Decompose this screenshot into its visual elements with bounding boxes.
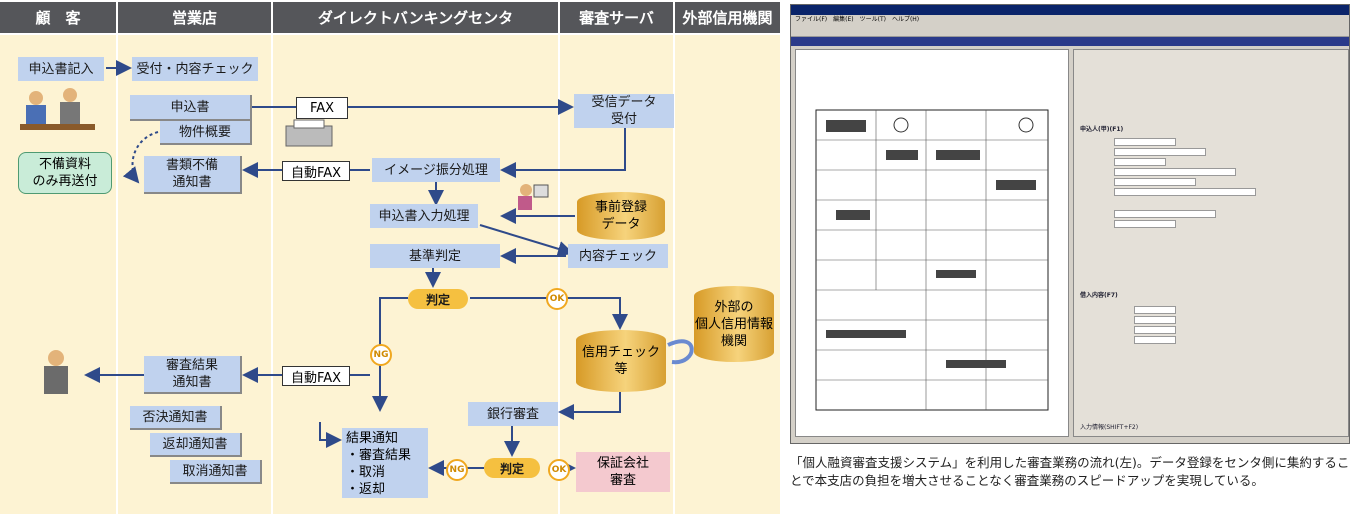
entry-field[interactable] [1134,316,1176,324]
arrow-to-result-notice [319,422,342,448]
section-borrowing-label: 借入内容(F7) [1080,292,1118,299]
entry-field[interactable] [1134,306,1176,314]
node-result-notice: 結果通知 ・審査結果 ・取消 ・返却 [342,428,428,498]
scanned-application-image [795,49,1069,437]
node-return-notice: 返却通知書 [150,433,242,457]
node-app-input: 申込書入力処理 [370,204,478,228]
arrow-input-to-check [479,224,574,257]
arrow-resend-dotted [122,131,159,184]
data-entry-form: 申込人(甲)(F1) 借入内容(F7) 入力情報(SHIFT+F2) [1073,49,1349,437]
fax-machine-icon [285,119,333,147]
node-standard-judgement: 基準判定 [370,244,500,268]
lane-customer-bg [0,35,116,514]
callout-incomplete-resend: 不備資料 のみ再送付 [18,152,112,194]
bottom-tab-label[interactable]: 入力情報(SHIFT+F2) [1080,424,1139,431]
scanned-form-drawing [815,109,1049,411]
status-strip [791,37,1349,46]
customer-person-icon [44,350,68,394]
lane-header-center: ダイレクトバンキングセンタ [273,2,558,33]
node-rejection-notice: 否決通知書 [130,406,222,430]
node-fax: FAX [296,97,348,119]
customer-meeting-icon [20,88,95,130]
label-ng-1: NG [370,344,392,366]
process-flow-diagram: 顧 客 営業店 ダイレクトバンキングセンタ 審査サーバ 外部信用機関 [0,2,780,514]
section-applicant-label: 申込人(甲)(F1) [1080,126,1124,133]
node-cancel-notice: 取消通知書 [170,460,262,484]
node-guarantee-review: 保証会社 審査 [576,452,670,492]
entry-field[interactable] [1114,168,1236,176]
entry-field[interactable] [1114,220,1176,228]
toolbar [791,24,1349,37]
node-judgement-1: 判定 [408,289,468,309]
entry-field[interactable] [1134,336,1176,344]
node-image-sort: イメージ振分処理 [372,158,500,182]
flow-arrows [20,60,694,476]
entry-field[interactable] [1114,138,1176,146]
node-pre-registration: 事前登録 データ [577,192,665,240]
entry-field[interactable] [1114,148,1206,156]
window-titlebar [791,5,1349,15]
node-property-summary: 物件概要 [160,121,252,145]
node-application-form: 申込書 [130,95,252,121]
label-ng-2: NG [446,459,468,481]
lane-external-bg [675,35,780,514]
lane-header-customer: 顧 客 [0,2,116,33]
arrow-ok-to-credit [470,297,628,330]
arrow-ng-to-result [372,297,408,412]
node-incomplete-notice: 書類不備 通知書 [144,156,242,194]
node-review-result-notice: 審査結果 通知書 [144,356,242,394]
lane-header-server: 審査サーバ [560,2,673,33]
node-judgement-2: 判定 [484,458,540,478]
entry-field[interactable] [1114,188,1256,196]
operator-computer-icon [518,184,549,210]
lane-header-external: 外部信用機関 [675,2,780,33]
node-receive-data: 受信データ 受付 [574,94,674,128]
node-credit-check: 信用チェック 等 [576,330,666,392]
node-external-credit-db: 外部の 個人信用情報 機関 [694,286,774,362]
node-auto-fax-2: 自動FAX [282,366,350,386]
arrow-credit-to-bank [558,392,621,420]
label-ok-1: OK [546,288,568,310]
system-screenshot: ファイル(F) 編集(E) ツール(T) ヘルプ(H) 申込人(甲)(F1) [790,4,1350,444]
entry-field[interactable] [1114,158,1166,166]
arrow-credit-external-link [667,339,694,365]
entry-field[interactable] [1114,210,1216,218]
menu-bar: ファイル(F) 編集(E) ツール(T) ヘルプ(H) [791,15,1349,24]
node-content-check: 内容チェック [568,244,668,268]
node-auto-fax-1: 自動FAX [282,161,350,181]
arrow-receive-to-sort [500,128,626,178]
lane-header-branch: 営業店 [118,2,271,33]
figure-caption: 「個人融資審査支援システム」を利用した審査業務の流れ(左)。データ登録をセンタ側… [790,455,1350,488]
node-application-fill: 申込書記入 [18,57,104,81]
entry-field[interactable] [1134,326,1176,334]
label-ok-2: OK [548,459,570,481]
node-bank-review: 銀行審査 [468,402,558,426]
entry-field[interactable] [1114,178,1196,186]
node-reception-check: 受付・内容チェック [132,57,258,81]
